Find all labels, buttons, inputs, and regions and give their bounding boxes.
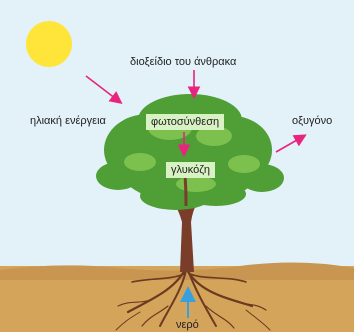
water-label: νερό xyxy=(176,318,199,332)
photosynthesis-label: φωτοσύνθεση xyxy=(146,114,224,130)
oxygen-label: οξυγόνο xyxy=(292,114,332,128)
sun-icon xyxy=(26,21,72,67)
carbon-dioxide-label: διοξείδιο του άνθρακα xyxy=(130,55,236,69)
solar-energy-label: ηλιακή ενέργεια xyxy=(30,114,106,128)
glucose-label: γλυκόζη xyxy=(166,162,215,178)
